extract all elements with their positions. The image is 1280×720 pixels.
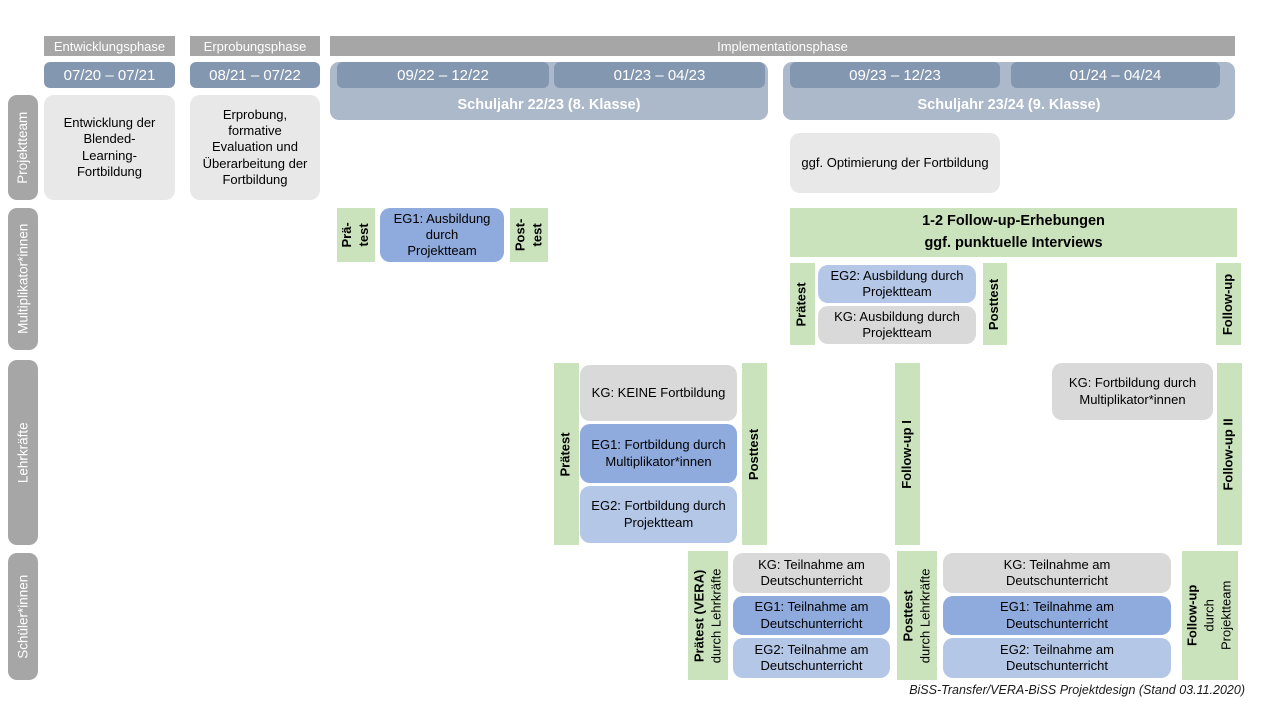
row-label-lehrkraefte-text: Lehrkräfte — [15, 422, 31, 483]
row-label-projektteam-text: Projektteam — [15, 111, 31, 184]
phase-header-erprobungsphase: Erprobungsphase — [190, 36, 320, 56]
strip-praetest-multiplikatoren: Prä- test — [337, 208, 375, 262]
strip-praetest-lehrkraefte: Prätest — [554, 363, 579, 545]
row-label-projektteam: Projektteam — [8, 95, 38, 200]
strip-posttest-vera: Posttest durch Lehrkräfte — [897, 551, 937, 680]
strip-praetest-vera-text: Prätest (VERA) durch Lehrkräfte — [691, 568, 724, 663]
strip-followup-2-text: Follow-up II — [1221, 417, 1237, 491]
date-bar-0123-0423: 01/23 – 04/23 — [554, 62, 765, 88]
box-kg-ausbildung: KG: Ausbildung durch Projektteam — [818, 306, 976, 344]
date-bar-0124-0424: 01/24 – 04/24 — [1011, 62, 1220, 88]
box-kg-teilnahme-1: KG: Teilnahme am Deutschunterricht — [733, 553, 890, 593]
date-bar-0821-0722: 08/21 – 07/22 — [190, 62, 320, 88]
date-bar-0923-1223: 09/23 – 12/23 — [790, 62, 1000, 88]
box-kg-keine-fortbildung: KG: KEINE Fortbildung — [580, 365, 737, 421]
box-kg-fortbildung-multiplikatoren: KG: Fortbildung durch Multiplikator*inne… — [1052, 363, 1213, 420]
strip-followup-1-text: Follow-up I — [899, 419, 915, 489]
strip-followup-multiplikatoren-text: Follow-up — [1220, 273, 1236, 335]
strip-posttest-multiplikatoren: Post- test — [510, 208, 548, 262]
strip-posttest-multiplikatoren-text: Post- test — [512, 218, 544, 252]
box-optimierung-fortbildung: ggf. Optimierung der Fortbildung — [790, 133, 1000, 193]
box-kg-teilnahme-2: KG: Teilnahme am Deutschunterricht — [943, 553, 1171, 593]
box-eg2-teilnahme-1: EG2: Teilnahme am Deutschunterricht — [733, 638, 890, 678]
box-eg2-ausbildung: EG2: Ausbildung durch Projektteam — [818, 265, 976, 303]
strip-posttest-lehrkraefte: Posttest — [742, 363, 767, 545]
phase-header-implementationsphase: Implementationsphase — [330, 36, 1235, 56]
row-label-lehrkraefte: Lehrkräfte — [8, 360, 38, 545]
strip-followup-multiplikatoren: Follow-up — [1216, 263, 1241, 345]
row-label-schuelerinnen: Schüler*innen — [8, 553, 38, 680]
date-bar-0922-1222: 09/22 – 12/22 — [337, 62, 549, 88]
box-eg1-fortbildung: EG1: Fortbildung durch Multiplikator*inn… — [580, 424, 737, 483]
strip-posttest-2-text: Posttest — [986, 278, 1002, 330]
diagram-caption: BiSS-Transfer/VERA-BiSS Projektdesign (S… — [909, 683, 1245, 697]
strip-praetest-vera: Prätest (VERA) durch Lehrkräfte — [688, 551, 728, 680]
strip-praetest-2-text: Prätest — [794, 281, 810, 327]
bar-followup-erhebungen-text: 1-2 Follow-up-Erhebungen ggf. punktuelle… — [922, 212, 1105, 251]
strip-followup-2: Follow-up II — [1217, 363, 1242, 545]
strip-posttest-lehrkraefte-text: Posttest — [746, 428, 762, 480]
box-entwicklung-fortbildung: Entwicklung der Blended-Learning-Fortbil… — [44, 95, 175, 200]
strip-followup-projektteam: Follow-up durch Projektteam — [1182, 551, 1238, 680]
row-label-schuelerinnen-text: Schüler*innen — [15, 574, 31, 659]
strip-praetest-lehrkraefte-text: Prätest — [558, 431, 574, 477]
strip-posttest-2: Posttest — [983, 263, 1007, 345]
phase-header-entwicklungsphase: Entwicklungsphase — [44, 36, 175, 56]
box-eg2-fortbildung: EG2: Fortbildung durch Projektteam — [580, 486, 737, 543]
bar-followup-erhebungen: 1-2 Follow-up-Erhebungen ggf. punktuelle… — [790, 208, 1237, 257]
box-eg2-teilnahme-2: EG2: Teilnahme am Deutschunterricht — [943, 638, 1171, 678]
box-eg1-teilnahme-1: EG1: Teilnahme am Deutschunterricht — [733, 596, 890, 635]
row-label-multiplikatorinnen-text: Multiplikator*innen — [15, 223, 31, 335]
strip-followup-projektteam-text: Follow-up durch Projektteam — [1184, 580, 1234, 651]
box-eg1-teilnahme-2: EG1: Teilnahme am Deutschunterricht — [943, 596, 1171, 635]
strip-followup-1: Follow-up I — [895, 363, 920, 545]
date-bar-0720-0721: 07/20 – 07/21 — [44, 62, 175, 88]
strip-praetest-multiplikatoren-text: Prä- test — [339, 222, 371, 248]
box-eg1-ausbildung: EG1: Ausbildung durch Projektteam — [380, 208, 504, 262]
row-label-multiplikatorinnen: Multiplikator*innen — [8, 208, 38, 350]
strip-posttest-vera-text: Posttest durch Lehrkräfte — [900, 568, 933, 663]
strip-praetest-2: Prätest — [790, 263, 815, 345]
box-erprobung-evaluation: Erprobung, formative Evaluation und Über… — [190, 95, 320, 200]
